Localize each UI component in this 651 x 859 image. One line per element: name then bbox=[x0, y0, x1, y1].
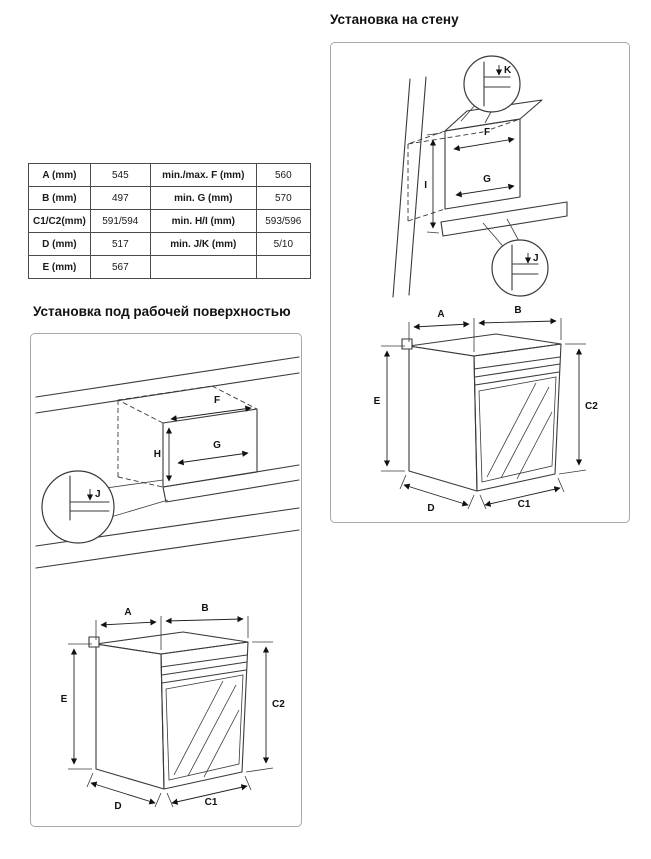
niche-dimensions: F H G bbox=[153, 394, 252, 482]
label-b: B bbox=[201, 603, 208, 614]
label-a: A bbox=[124, 607, 131, 618]
label-f: F bbox=[214, 395, 220, 406]
dim-label: min. G (mm) bbox=[149, 186, 257, 210]
detail-circle-k bbox=[463, 55, 521, 113]
label-c1: C1 bbox=[205, 797, 218, 808]
label-c2: C2 bbox=[585, 401, 598, 412]
dimensions-table: A (mm) 545 min./max. F (mm) 560 B (mm) 4… bbox=[28, 163, 311, 279]
oven-dimensions: A B E C2 D C1 bbox=[59, 602, 286, 814]
dim-value: 517 bbox=[89, 232, 151, 256]
dim-value bbox=[255, 255, 311, 279]
label-f: F bbox=[484, 127, 490, 138]
table-row: C1/C2(mm) 591/594 min. H/I (mm) 593/596 bbox=[28, 209, 311, 233]
label-j: J bbox=[95, 489, 101, 500]
detail-circle-j bbox=[491, 239, 549, 297]
worktop-structure bbox=[35, 356, 300, 569]
label-e: E bbox=[61, 694, 68, 705]
oven-dimension-drawing: A B E C2 D C1 bbox=[372, 304, 599, 516]
dim-label: min. J/K (mm) bbox=[149, 232, 257, 256]
table-row: E (mm) 567 bbox=[28, 255, 311, 279]
dim-label: C1/C2(mm) bbox=[28, 209, 91, 233]
dim-value: 591/594 bbox=[89, 209, 151, 233]
oven-dimensions: A B E C2 D C1 bbox=[372, 304, 599, 516]
dim-label: min./max. F (mm) bbox=[149, 163, 257, 187]
dim-value: 593/596 bbox=[255, 209, 311, 233]
dim-label: B (mm) bbox=[28, 186, 91, 210]
dim-value: 5/10 bbox=[255, 232, 311, 256]
worktop-section-title: Установка под рабочей поверхностью bbox=[33, 304, 291, 319]
dim-value: 567 bbox=[89, 255, 151, 279]
label-d: D bbox=[114, 801, 121, 812]
label-e: E bbox=[374, 396, 381, 407]
niche-dimensions: F G I bbox=[423, 126, 515, 234]
label-i: I bbox=[424, 180, 427, 191]
table-row: B (mm) 497 min. G (mm) 570 bbox=[28, 186, 311, 210]
oven-body bbox=[88, 631, 249, 790]
wall-section-title: Установка на стену bbox=[330, 12, 459, 27]
wall-structure bbox=[392, 76, 568, 298]
dim-label: A (mm) bbox=[28, 163, 91, 187]
label-h: H bbox=[154, 449, 161, 460]
oven-dimension-drawing: A B E C2 D C1 bbox=[59, 602, 286, 814]
detail-k: K bbox=[460, 55, 521, 124]
wall-installation-diagram: F G I K J bbox=[392, 55, 568, 298]
label-b: B bbox=[514, 305, 521, 316]
label-c1: C1 bbox=[518, 499, 531, 510]
dim-label bbox=[149, 255, 257, 279]
detail-circle-j bbox=[41, 470, 115, 544]
dim-label: E (mm) bbox=[28, 255, 91, 279]
worktop-installation-panel: F H G J bbox=[30, 333, 302, 827]
detail-j: J bbox=[482, 218, 549, 297]
oven-body bbox=[401, 333, 562, 492]
dim-label: D (mm) bbox=[28, 232, 91, 256]
table-row: A (mm) 545 min./max. F (mm) 560 bbox=[28, 163, 311, 187]
table-row: D (mm) 517 min. J/K (mm) 5/10 bbox=[28, 232, 311, 256]
wall-installation-panel: F G I K J bbox=[330, 42, 630, 523]
detail-j: J bbox=[41, 470, 169, 544]
dim-value: 560 bbox=[255, 163, 311, 187]
dim-label: min. H/I (mm) bbox=[149, 209, 257, 233]
label-g: G bbox=[213, 440, 221, 451]
label-k: K bbox=[504, 65, 512, 76]
dim-value: 570 bbox=[255, 186, 311, 210]
label-g: G bbox=[483, 174, 491, 185]
label-c2: C2 bbox=[272, 699, 285, 710]
worktop-installation-diagram: F H G J bbox=[35, 356, 300, 569]
label-a: A bbox=[437, 309, 444, 320]
dim-value: 497 bbox=[89, 186, 151, 210]
label-j: J bbox=[533, 253, 539, 264]
label-d: D bbox=[427, 503, 434, 514]
dim-value: 545 bbox=[89, 163, 151, 187]
